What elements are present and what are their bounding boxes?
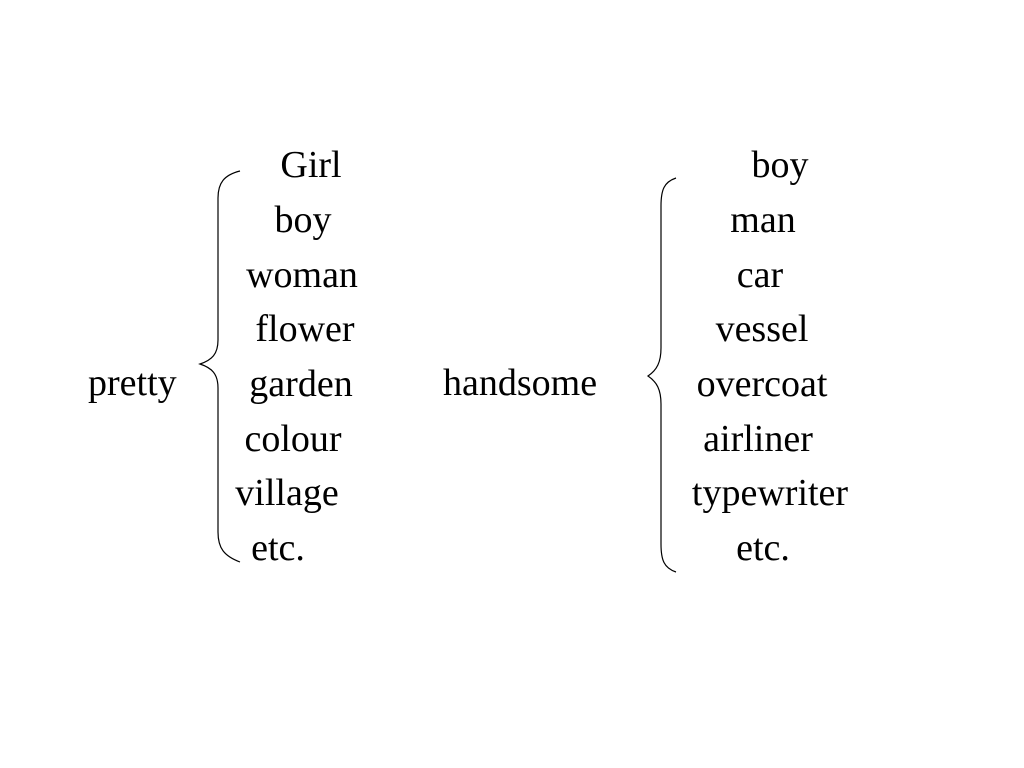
head-word-pretty: pretty [88, 362, 177, 404]
item-handsome-3: car [736, 254, 784, 296]
item-pretty-6: colour [244, 418, 342, 460]
item-pretty-3: woman [246, 254, 358, 296]
item-pretty-5: garden [249, 363, 353, 405]
item-handsome-7: typewriter [691, 472, 849, 514]
item-handsome-2: man [730, 199, 796, 241]
item-pretty-2: boy [274, 199, 332, 241]
item-handsome-1: boy [751, 144, 809, 186]
item-handsome-6: airliner [703, 418, 813, 460]
item-pretty-7: village [235, 472, 339, 514]
item-pretty-1: Girl [280, 144, 342, 186]
item-handsome-4: vessel [715, 308, 809, 350]
item-handsome-8: etc. [736, 527, 790, 569]
item-pretty-4: flower [255, 308, 355, 350]
item-pretty-8: etc. [251, 527, 305, 569]
head-word-handsome: handsome [443, 362, 598, 404]
item-handsome-5: overcoat [696, 363, 828, 405]
